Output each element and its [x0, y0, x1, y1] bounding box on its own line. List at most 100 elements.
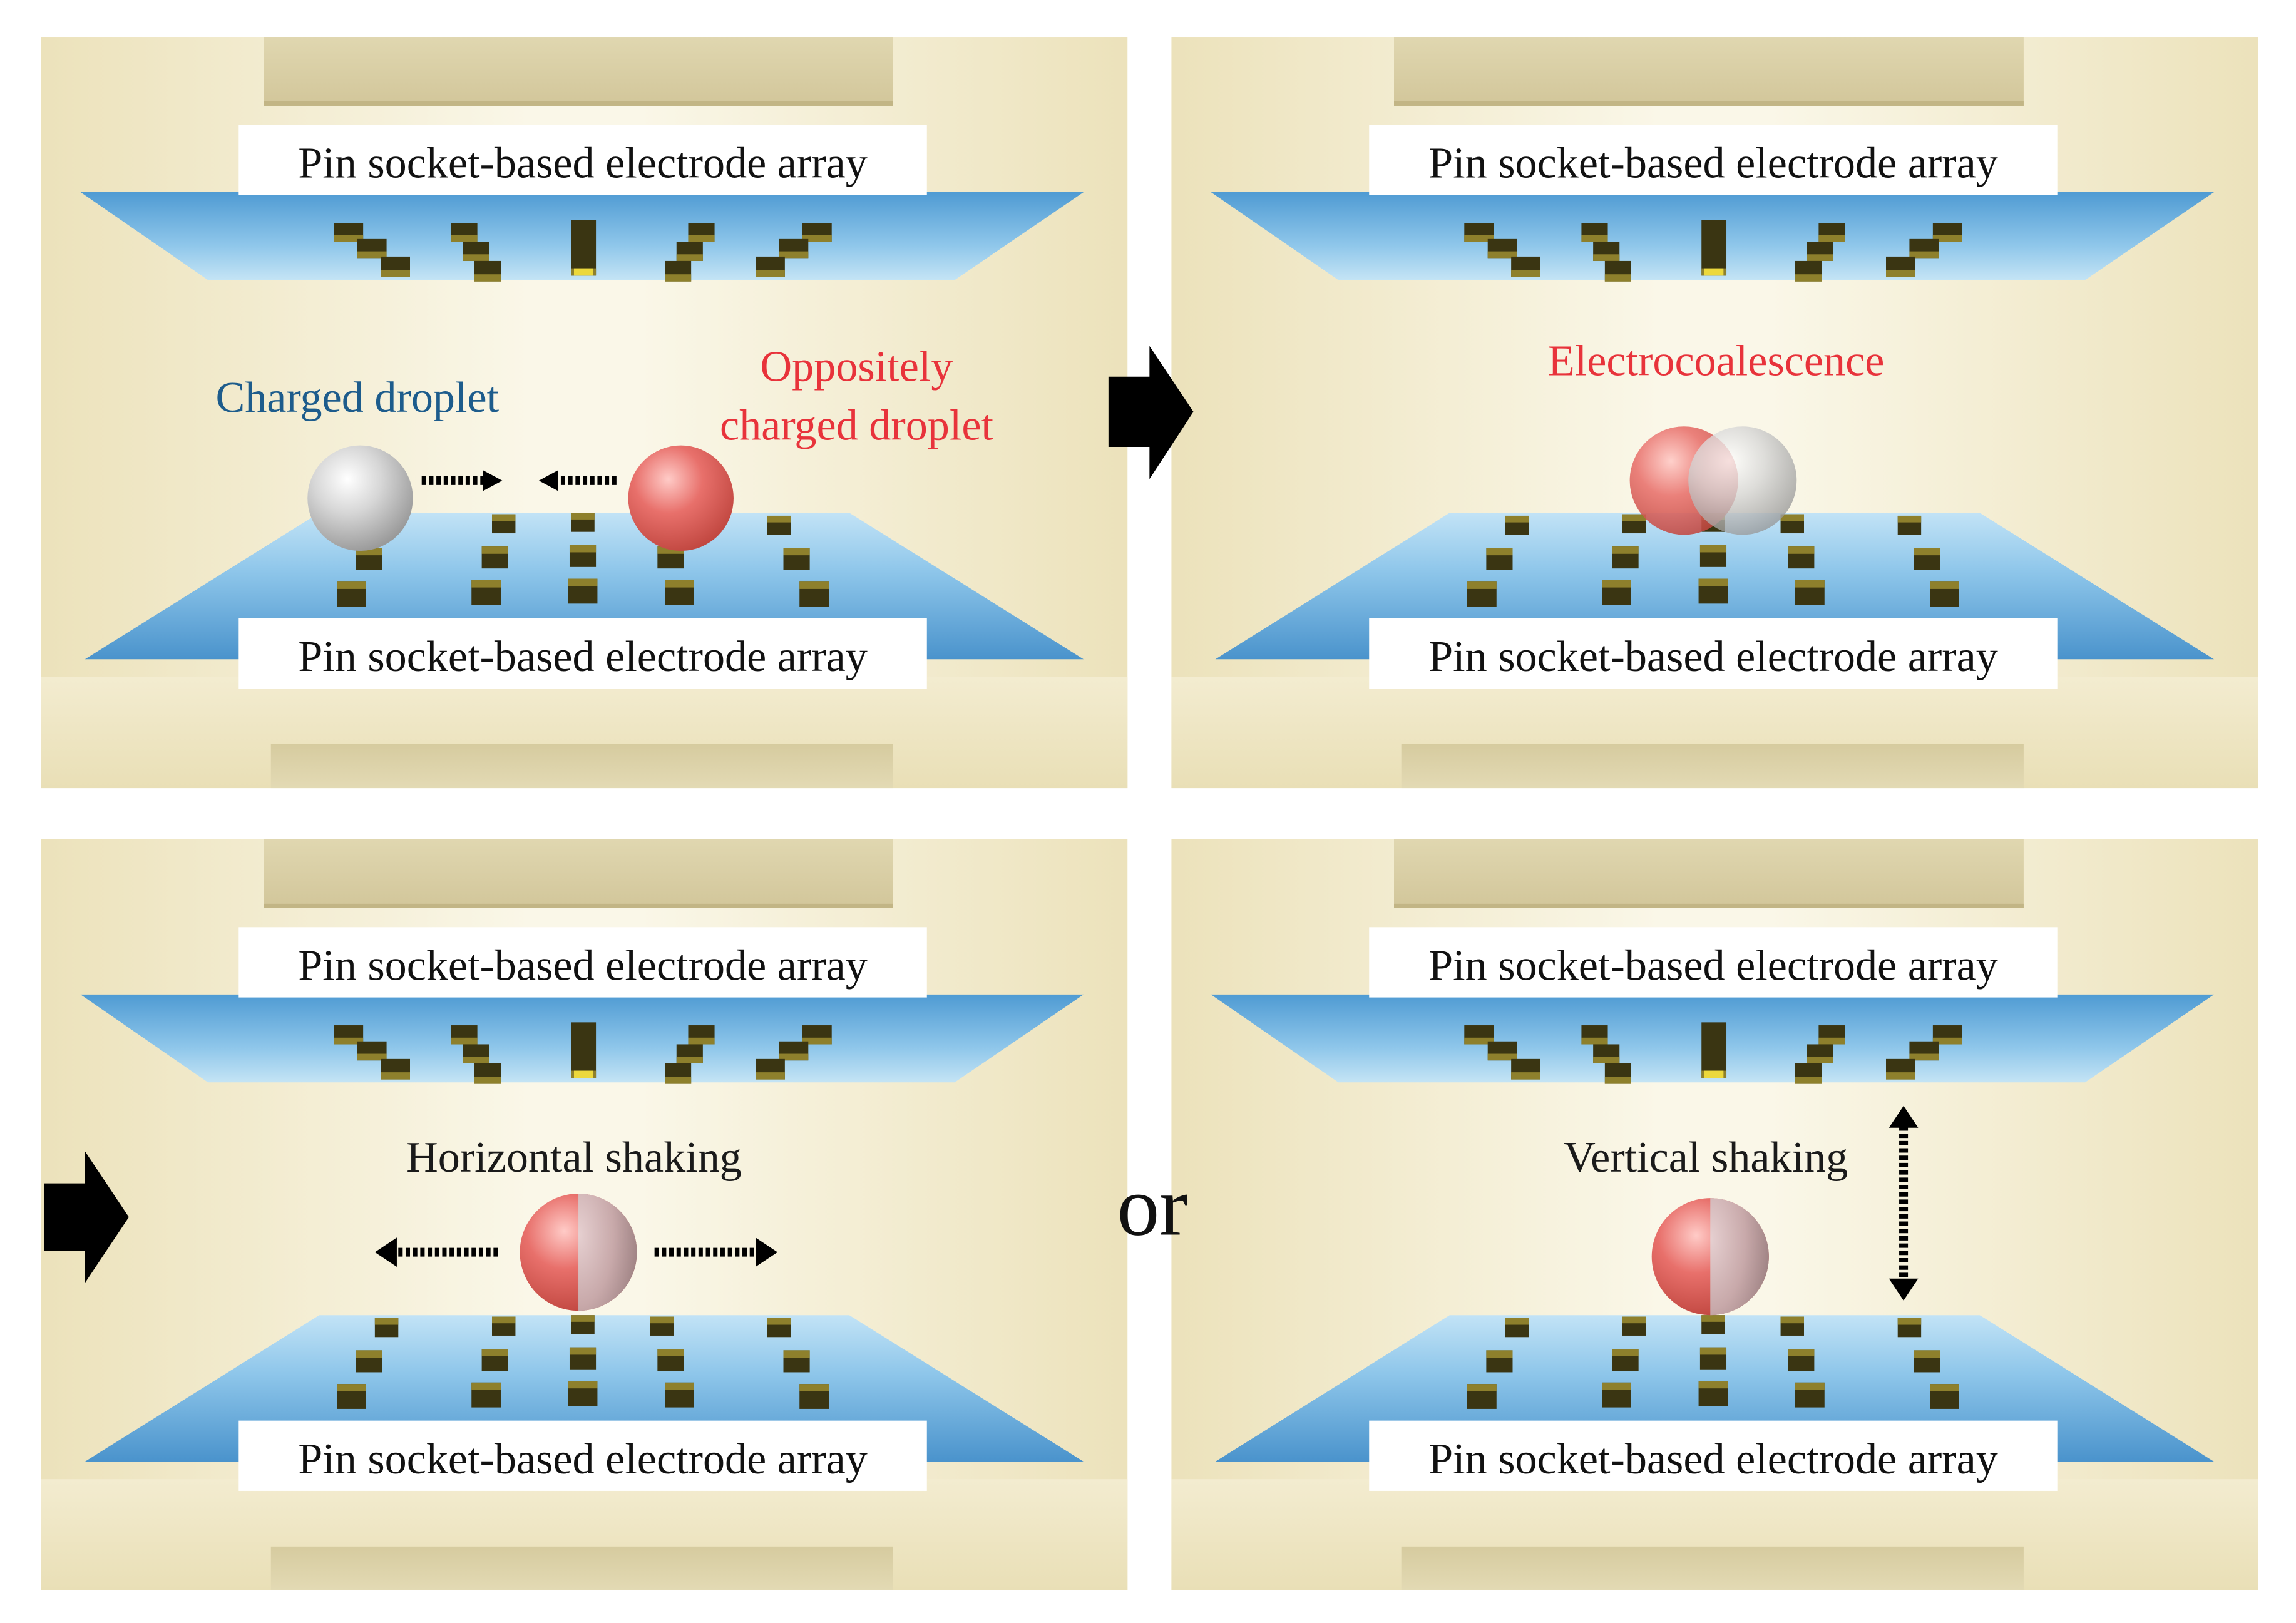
top-electrode	[1795, 1063, 1822, 1084]
bottom-holder	[1401, 1546, 2024, 1590]
top-electrode	[688, 223, 715, 242]
electrode-contact-face	[1698, 1381, 1728, 1389]
electrode-contact-face	[1467, 581, 1497, 589]
top-holder-edge	[264, 903, 893, 908]
center-electrode-tip	[574, 1070, 593, 1078]
top-electrode	[381, 256, 410, 277]
or-connector: or	[1117, 1160, 1188, 1254]
electrode-contact-face	[1602, 580, 1631, 588]
bottom-electrode	[492, 514, 516, 534]
electrode-contact-face	[1487, 1053, 1517, 1061]
electrode-contact-face	[802, 235, 832, 242]
top-electrode	[1464, 1025, 1494, 1045]
bottom-electrode	[1612, 546, 1639, 569]
top-electrode	[1909, 1041, 1939, 1061]
bottom-electrode	[571, 1315, 595, 1334]
electrode-contact-face	[665, 1077, 692, 1084]
top-holder-edge	[264, 101, 893, 106]
top-electrode	[1581, 223, 1608, 242]
electrode-contact-face	[756, 270, 785, 277]
label-box	[1369, 618, 2058, 689]
electrode-contact-face	[1604, 274, 1631, 282]
top-electrode	[357, 1041, 387, 1061]
top-electrode	[1818, 223, 1845, 242]
bottom-electrode	[1505, 515, 1529, 535]
bottom-electrode	[1780, 514, 1804, 534]
panel-horizontal-shaking: Pin socket-based electrode array Pin soc…	[41, 839, 1128, 1590]
top-electrode-array	[334, 220, 832, 282]
top-electrode	[451, 223, 478, 242]
top-electrode	[1909, 238, 1939, 259]
top-electrode	[474, 1063, 501, 1084]
electrode-contact-face	[492, 1316, 516, 1324]
electrode-contact-face	[1780, 514, 1804, 521]
electrode-contact-face	[451, 235, 478, 242]
electrode-contact-face	[779, 1053, 809, 1061]
bottom-electrode	[767, 515, 791, 535]
electrode-contact-face	[1622, 1316, 1646, 1324]
top-array-label-text: Pin socket-based electrode array	[1428, 139, 1998, 188]
top-holder	[264, 37, 893, 106]
center-electrode-tip	[1704, 1070, 1724, 1078]
label-box	[238, 927, 927, 998]
top-electrode	[688, 1025, 715, 1045]
panel-charged-droplets: Pin socket-based electrode array Pin soc…	[41, 37, 1128, 789]
label-box	[1369, 927, 2058, 998]
top-electrode	[665, 1063, 692, 1084]
electrode-contact-face	[568, 578, 598, 586]
bottom-electrode-array	[1467, 1315, 1959, 1409]
bottom-electrode	[1795, 580, 1825, 605]
top-electrode	[1511, 256, 1540, 277]
bottom-electrode	[337, 581, 366, 607]
electrode-contact-face	[799, 1384, 829, 1391]
charged-droplet	[307, 445, 413, 551]
electrode-body	[1701, 1022, 1727, 1078]
electrode-contact-face	[665, 1382, 694, 1390]
bottom-array-label: Pin socket-based electrode array	[1369, 1420, 2058, 1491]
top-electrode	[802, 1025, 832, 1045]
top-electrode	[756, 1058, 785, 1080]
bottom-electrode	[1914, 1350, 1940, 1373]
electrode-contact-face	[381, 270, 410, 277]
electrode-contact-face	[1699, 1347, 1727, 1355]
electrode-contact-face	[356, 1350, 382, 1358]
electrode-contact-face	[1807, 254, 1833, 261]
electrode-contact-face	[1886, 270, 1915, 277]
bottom-electrode	[568, 1381, 598, 1406]
bottom-electrode	[1602, 580, 1631, 605]
bottom-electrode	[1612, 1349, 1639, 1371]
bottom-electrode	[650, 1316, 674, 1336]
electrode-contact-face	[1930, 1384, 1959, 1391]
top-holder	[1394, 37, 2024, 106]
top-electrode	[676, 1044, 703, 1063]
top-holder	[1394, 839, 2024, 908]
bottom-electrode	[1486, 548, 1513, 570]
bottom-electrode	[1602, 1382, 1631, 1408]
bottom-electrode	[1930, 581, 1959, 607]
electrode-contact-face	[676, 254, 703, 261]
electrode-contact-face	[1909, 1053, 1939, 1061]
electrode-body	[571, 1022, 597, 1078]
bottom-electrode	[665, 1382, 694, 1408]
top-electrode	[676, 242, 703, 261]
top-electrode	[1932, 223, 1962, 242]
top-array-label: Pin socket-based electrode array	[238, 125, 927, 195]
top-array-label-text: Pin socket-based electrode array	[298, 139, 868, 188]
top-electrode	[756, 256, 785, 277]
bottom-electrode	[569, 1347, 597, 1370]
electrode-contact-face	[665, 274, 692, 282]
bottom-electrode	[767, 1318, 791, 1338]
label-box	[1369, 1420, 2058, 1491]
electrode-contact-face	[1612, 546, 1639, 554]
electrode-contact-face	[756, 1072, 785, 1080]
top-electrode	[665, 260, 692, 282]
electrode-contact-face	[799, 581, 829, 589]
bottom-array-label: Pin socket-based electrode array	[238, 1420, 927, 1491]
electrode-contact-face	[1612, 1349, 1639, 1356]
top-array-label-text: Pin socket-based electrode array	[298, 941, 868, 990]
electrode-contact-face	[1593, 254, 1620, 261]
electrode-contact-face	[1467, 1384, 1497, 1391]
droplet-gray-half	[1710, 1198, 1769, 1316]
bottom-electrode	[1930, 1384, 1959, 1409]
right-arrow-icon	[44, 1151, 129, 1283]
